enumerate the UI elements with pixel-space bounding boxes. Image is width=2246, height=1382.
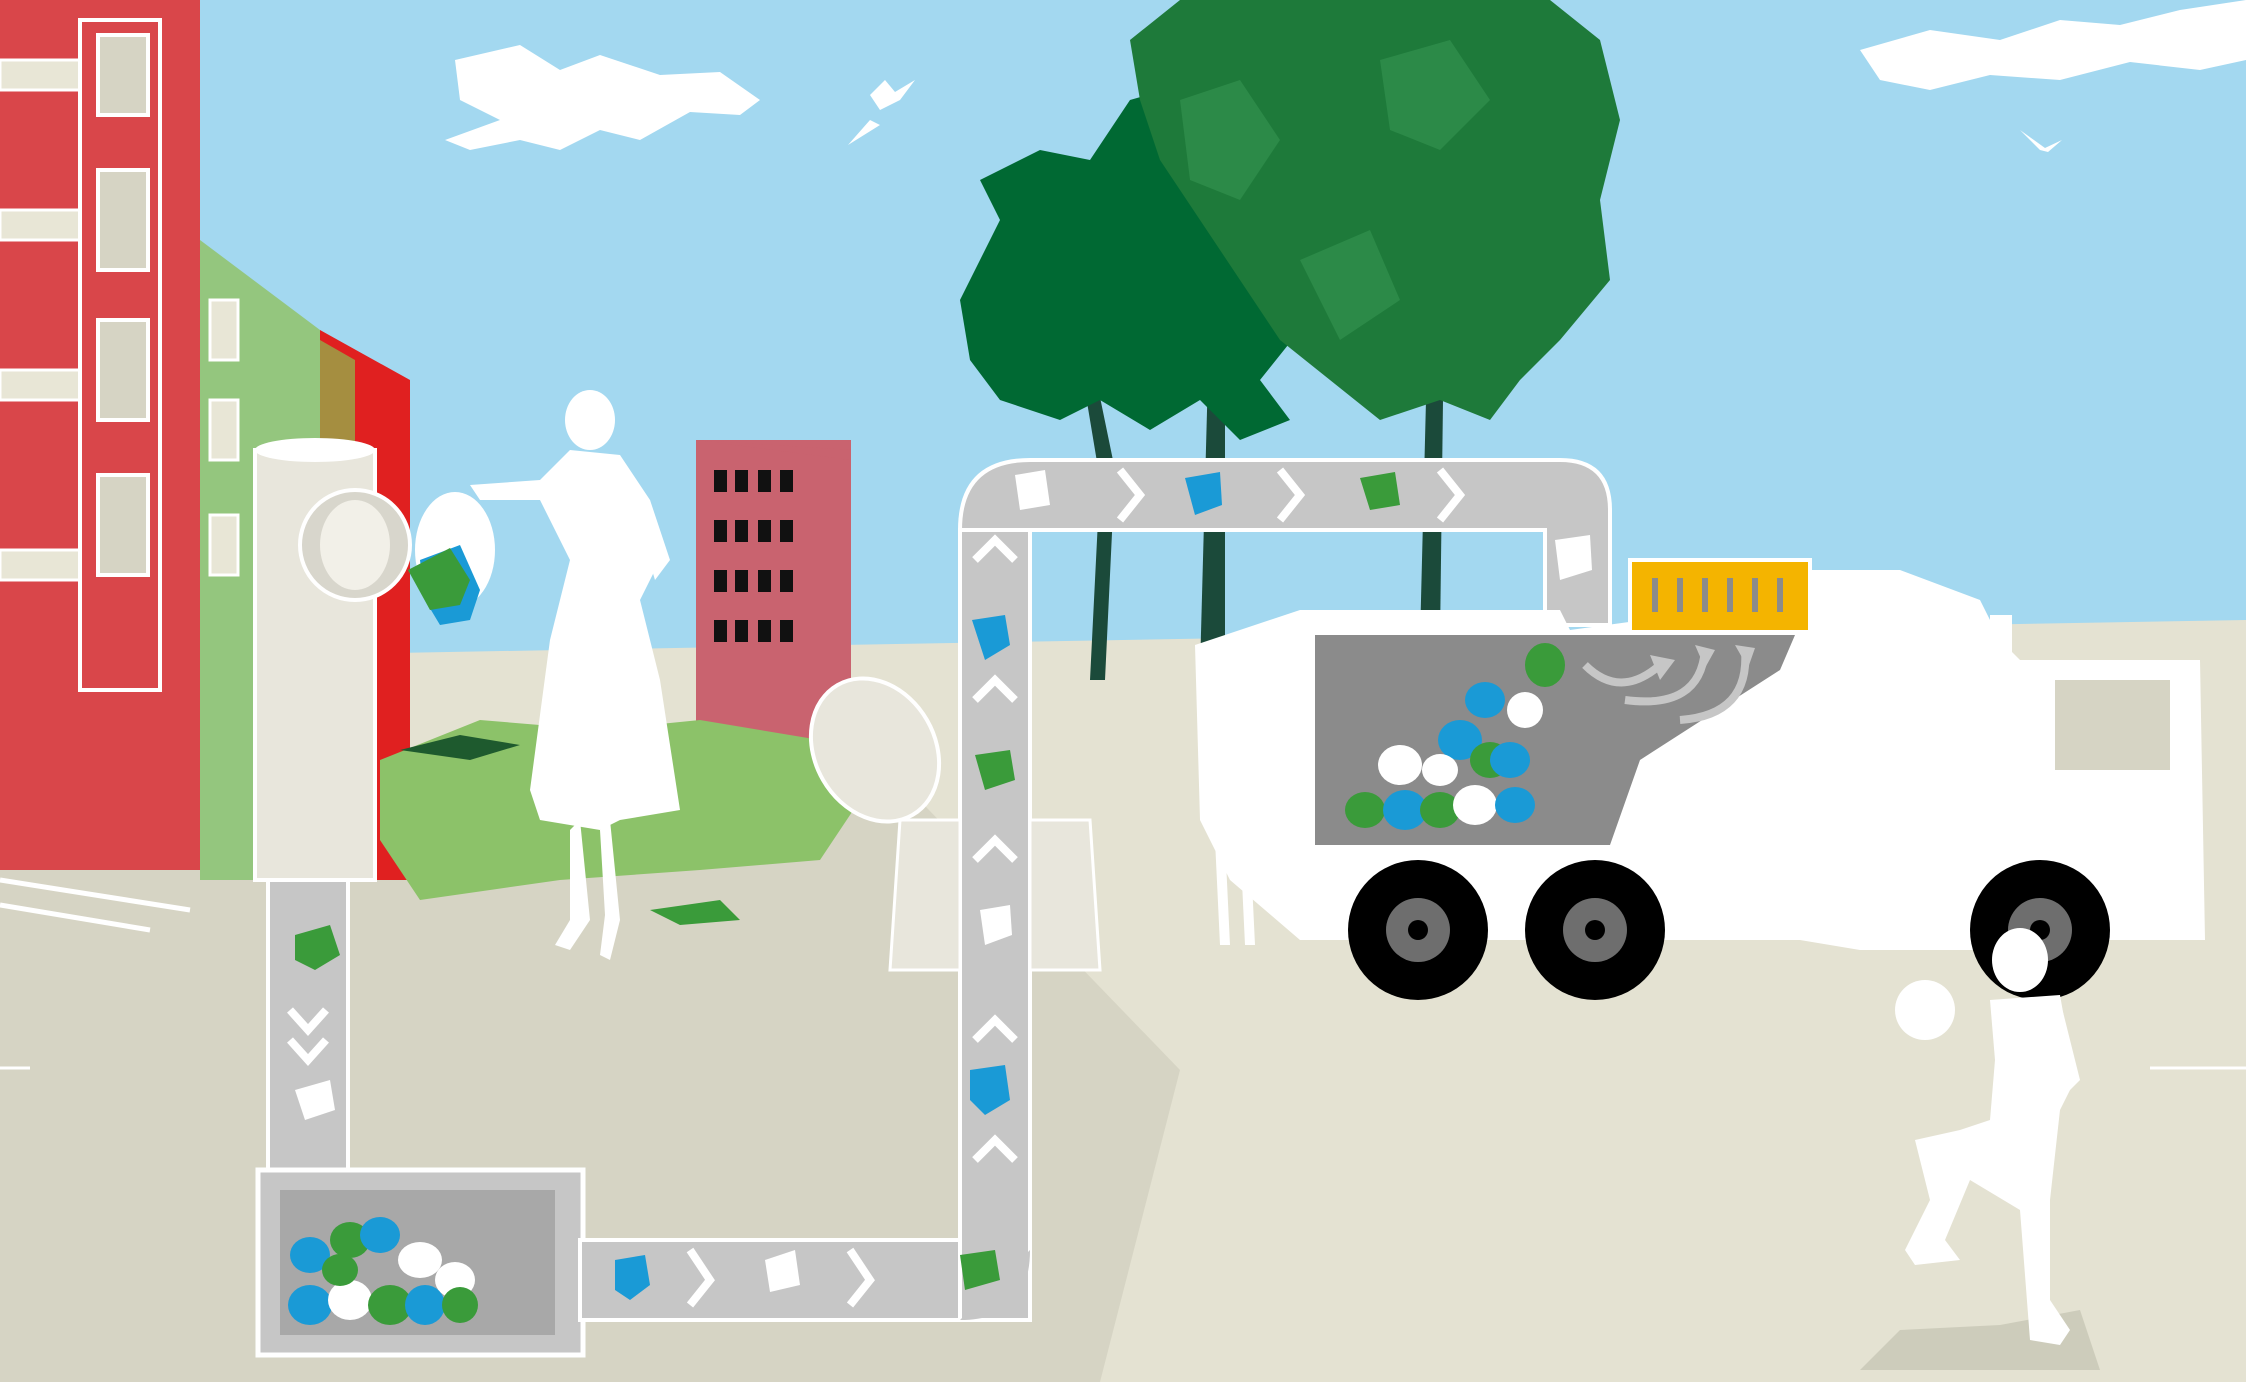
ball <box>1895 980 1955 1040</box>
green-windows <box>210 300 238 575</box>
white-bag <box>1015 470 1050 510</box>
truck-window <box>2055 680 2170 770</box>
building-red <box>0 0 200 870</box>
